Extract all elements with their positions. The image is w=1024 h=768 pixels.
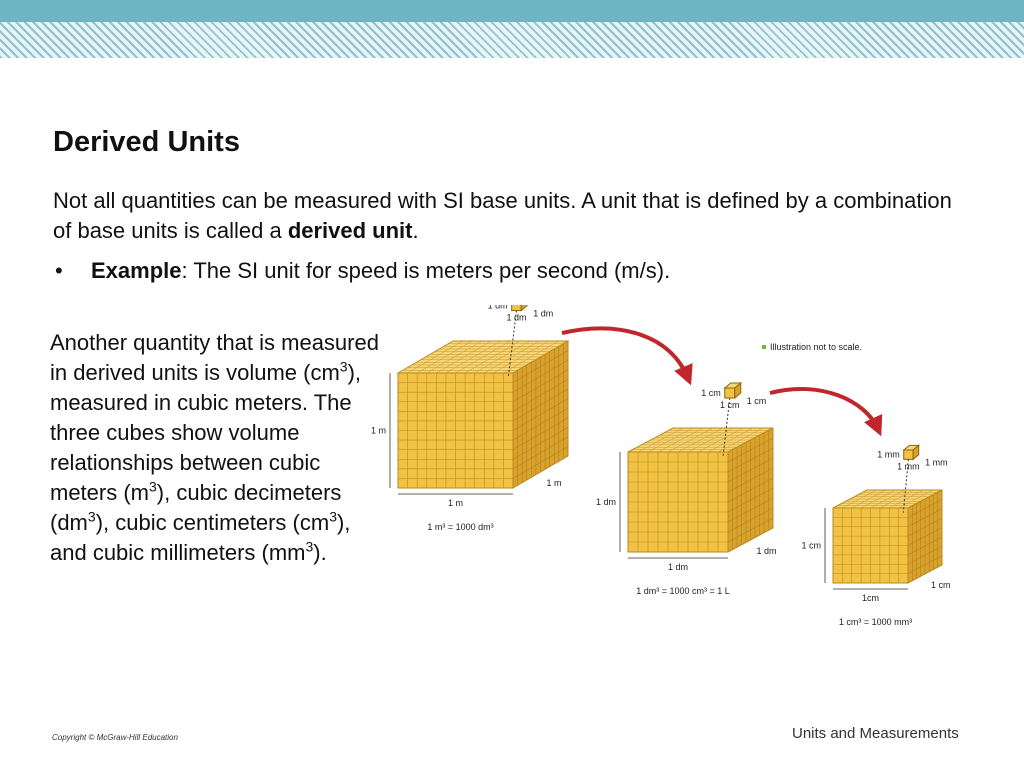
cube-meter-unit-cube-side <box>520 305 528 312</box>
cube-meter-unit-label-left: 1 dm <box>488 305 508 311</box>
cube-centimeter-depth-label: 1 cm <box>931 580 951 590</box>
cube-meter-caption: 1 m³ = 1000 dm³ <box>427 522 493 532</box>
cube-centimeter-unit-cube <box>903 449 914 460</box>
intro-text: Not all quantities can be measured with … <box>53 188 952 243</box>
cube-centimeter-unit-label-right: 1 mm <box>925 457 948 467</box>
grid-line <box>512 446 569 479</box>
cube-meter-depth-label: 1 m <box>547 478 562 488</box>
grid-line <box>512 436 569 470</box>
cube-meter-height-label: 1 m <box>371 426 386 436</box>
superscript-3: 3 <box>87 508 96 525</box>
grid-line <box>727 507 774 533</box>
slide-title: Derived Units <box>53 126 240 158</box>
cube-centimeter-unit-cube-side <box>912 444 920 461</box>
grid-line <box>727 477 774 503</box>
cube-centimeter-width-label: 1cm <box>862 593 879 603</box>
volume-text-5: ), and cubic millimeters (mm <box>50 510 351 565</box>
grid-line <box>707 427 754 453</box>
grid-line <box>503 340 559 374</box>
volume-paragraph: Another quantity that is measured in der… <box>50 328 380 568</box>
grid-line <box>907 546 943 565</box>
section-footer: Units and Measurements <box>792 725 959 742</box>
volume-text-1: Another quantity that is measured in der… <box>50 330 379 385</box>
arrow-2 <box>769 387 883 437</box>
cube-centimeter-caption: 1 cm³ = 1000 mm³ <box>839 617 912 627</box>
copyright-text: Copyright © McGraw-Hill Education <box>52 733 178 742</box>
intro-end: . <box>412 218 419 243</box>
dashed-leader <box>722 397 731 458</box>
cube-decimeter-unit-label-left: 1 cm <box>701 388 721 398</box>
cube-centimeter-unit-label-bottom: 1 mm <box>897 461 920 471</box>
volume-text-3: ), cubic decimeters (dm <box>50 480 342 535</box>
note-swatch <box>762 345 766 349</box>
bullet-text: Example: The SI unit for speed is meters… <box>91 256 670 286</box>
cube-meter-unit-label-right: 1 dm <box>533 309 553 319</box>
intro-paragraph: Not all quantities can be measured with … <box>53 186 953 246</box>
intro-term: derived unit <box>287 218 413 243</box>
cube-centimeter-cube <box>824 444 943 590</box>
superscript-3: 3 <box>305 538 314 555</box>
grid-line <box>889 489 924 509</box>
header-band <box>0 0 1024 22</box>
cube-decimeter-unit-cube <box>724 387 736 399</box>
superscript-3: 3 <box>339 358 348 375</box>
grid-line <box>727 487 774 513</box>
grid-line <box>727 517 774 543</box>
cube-meter-cube <box>389 305 570 495</box>
cube-meter-unit-cube <box>511 305 522 312</box>
header-hatch-pattern <box>0 22 1024 58</box>
bullet-marker: • <box>55 258 63 283</box>
superscript-3: 3 <box>149 478 157 495</box>
grid-line <box>879 489 914 509</box>
grid-line <box>687 427 734 453</box>
bullet-label: Example <box>91 258 182 283</box>
cube-decimeter-depth-label: 1 dm <box>757 546 777 556</box>
cube-decimeter-caption: 1 dm³ = 1000 cm³ = 1 L <box>636 586 730 596</box>
dashed-leader <box>902 459 909 513</box>
grid-line <box>697 427 744 453</box>
grid-line <box>907 527 943 546</box>
cube-decimeter-height-label: 1 dm <box>596 497 616 507</box>
arrow-1 <box>561 326 693 386</box>
cubes-group: 1 dm 1 dm 1 dm 1 m 1 m 1 m 1 m³ = 1000 dm³ 1 cm… <box>371 305 951 627</box>
volume-text-6: ). <box>313 540 327 565</box>
cube-meter-unit-label-bottom: 1 dm <box>506 313 526 323</box>
cube-centimeter-height-label: 1 cm <box>801 541 821 551</box>
bullet-body: : The SI unit for speed is meters per se… <box>181 258 671 283</box>
grid-line <box>907 555 943 574</box>
cube-decimeter-unit-label-right: 1 cm <box>747 396 767 406</box>
cube-meter-width-label: 1 m <box>448 498 463 508</box>
grid-line <box>727 497 774 523</box>
volume-text-2: ), measured in cubic meters. The three c… <box>50 360 362 505</box>
scale-note: Illustration not to scale. <box>770 342 862 352</box>
grid-line <box>717 427 764 453</box>
cube-decimeter-cube <box>619 381 774 559</box>
volume-text-4: ), cubic centimeters (cm <box>95 510 330 535</box>
cube-decimeter-width-label: 1 dm <box>668 562 688 572</box>
cube-decimeter-unit-cube-side <box>734 381 742 400</box>
cube-centimeter-unit-label-left: 1 mm <box>877 449 900 459</box>
grid-line <box>907 536 943 556</box>
dashed-leader <box>507 310 517 378</box>
superscript-3: 3 <box>329 508 337 525</box>
cube-decimeter-unit-label-bottom: 1 cm <box>720 400 740 410</box>
cubes-illustration: 1 dm 1 dm 1 dm 1 m 1 m 1 m 1 m³ = 1000 dm³ 1 cm… <box>371 305 951 627</box>
